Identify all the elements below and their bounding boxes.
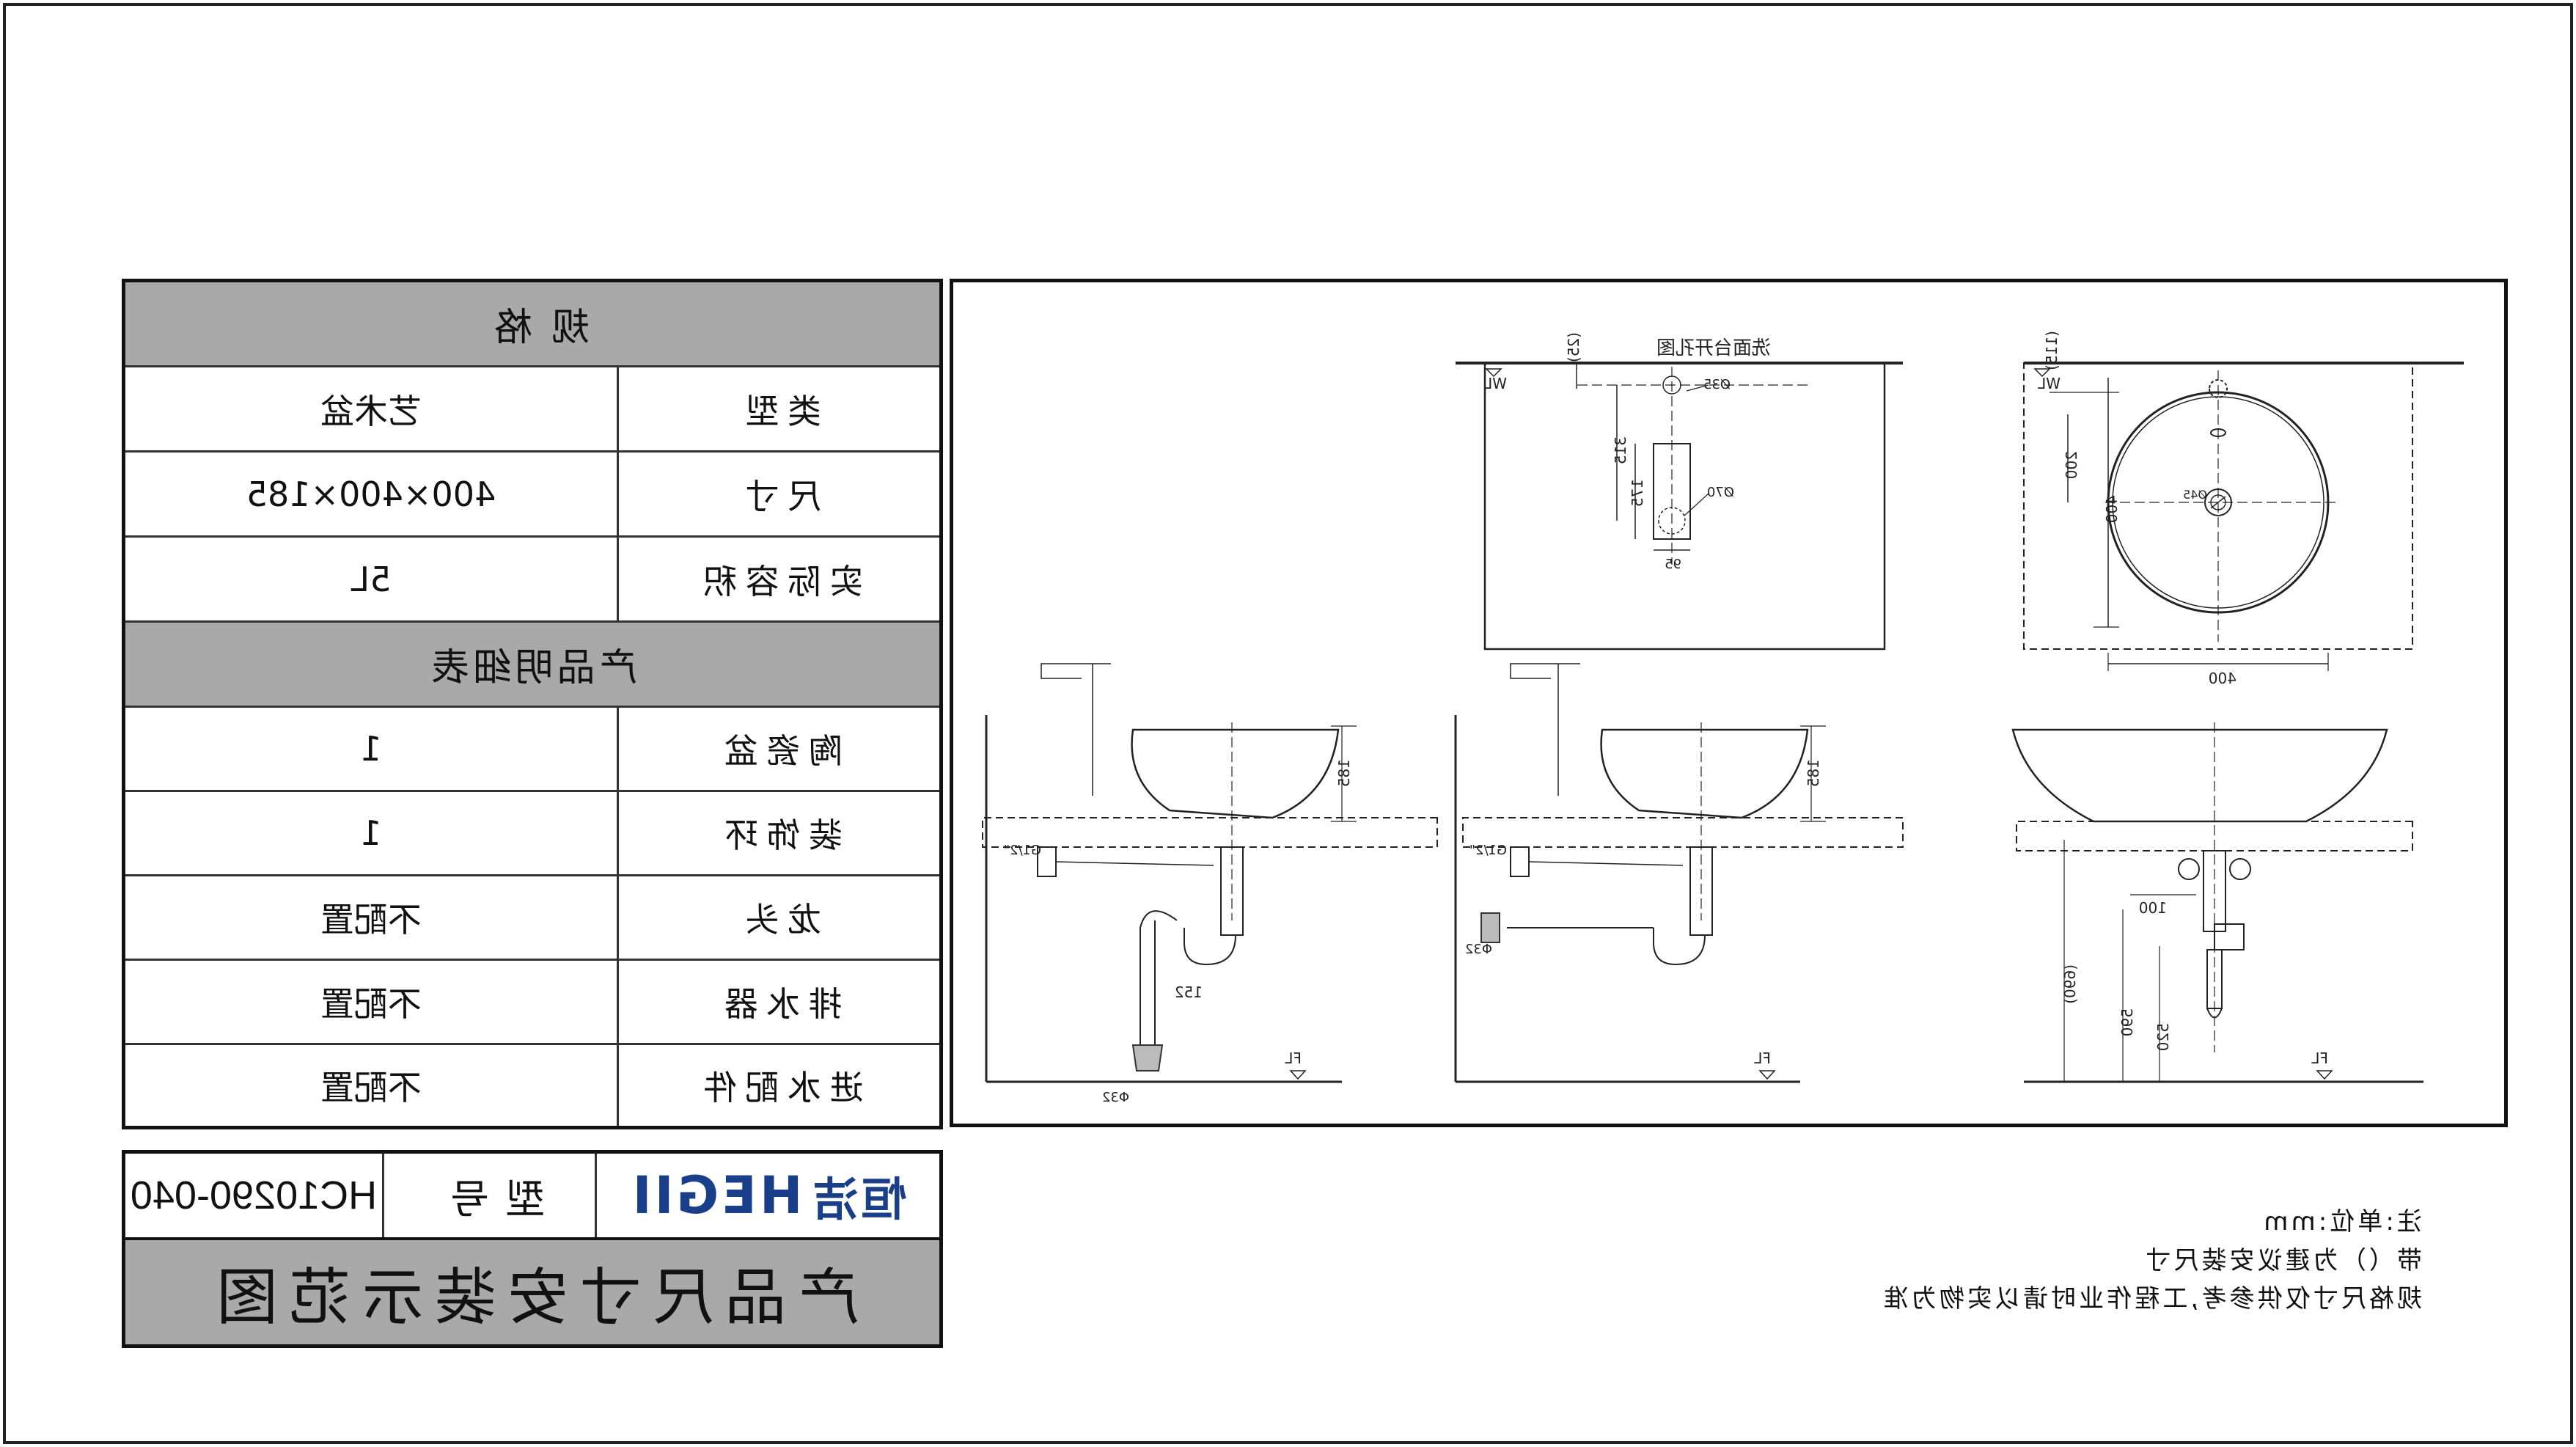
details-value: 不配置 — [320, 900, 422, 939]
dim-95: 95 — [1665, 557, 1681, 572]
note-recommended: 带（）为建议安装尺寸 — [2143, 1245, 2422, 1275]
details-label: 排水器 — [617, 961, 939, 1043]
dim-590: 590 — [2118, 1008, 2136, 1036]
brand-en: HEGII — [629, 1165, 803, 1226]
side-elevation-wall-drain: 185 G1/2" Φ32 FL — [1454, 663, 1904, 1083]
dim-200: 200 — [2063, 451, 2080, 479]
model-label: 型号 — [382, 1154, 595, 1237]
details-label: 进水配件 — [617, 1045, 939, 1126]
spec-value: 400×400×185 — [246, 474, 496, 514]
dim-phi32-a: Φ32 — [1102, 1090, 1129, 1105]
details-row: 进水配件 不配置 — [125, 1045, 939, 1126]
dim-175: 175 — [1629, 479, 1646, 507]
dim-400-horizontal: 400 — [2209, 670, 2236, 687]
model-info-row: 恒洁 HEGII 型号 HC10290-040 — [125, 1154, 939, 1240]
wl-label-1: WL — [2037, 375, 2061, 392]
dim-400-vertical: 400 — [2103, 495, 2121, 523]
spec-label: 实际容积 — [617, 538, 939, 620]
dim-g12-a: G1/2" — [1004, 843, 1041, 858]
details-row: 陶瓷盆 1 — [125, 708, 939, 792]
fl-label-2: FL — [1753, 1049, 1771, 1067]
details-header-text: 产品明细表 — [428, 646, 638, 690]
dim-152: 152 — [1175, 983, 1203, 1001]
side-elevation-floor-drain: 185 G1/2" 152 Φ32 FL — [982, 663, 1438, 1105]
dim-d35: Ø35 — [1703, 377, 1731, 392]
dim-520: 520 — [2154, 1023, 2172, 1051]
dim-115: (115) — [2043, 331, 2061, 370]
brand-logo: 恒洁 HEGII — [595, 1154, 939, 1237]
plan-view-countertop: 洗面台开孔图 (25) 315 175 95 Ø35 Ø70 WL — [1456, 332, 1903, 651]
dim-100: 100 — [2139, 899, 2167, 917]
hegii-logo: 恒洁 HEGII — [630, 1162, 907, 1228]
technical-drawing: (115) 200 400 400 Ø45 WL 洗面台开孔图 — [950, 279, 2508, 1127]
details-value: 不配置 — [320, 984, 422, 1024]
note-unit: 注:单位:mm — [2261, 1207, 2422, 1237]
details-row: 龙头 不配置 — [125, 876, 939, 961]
front-elevation: 100 (690) 590 520 FL — [2011, 722, 2423, 1083]
dim-phi32-b: Φ32 — [1465, 942, 1492, 957]
details-row: 排水器 不配置 — [125, 961, 939, 1045]
fl-label-3: FL — [1284, 1049, 1302, 1067]
details-label: 装饰环 — [617, 792, 939, 874]
details-value: 1 — [360, 729, 382, 769]
wl-label-2: WL — [1483, 375, 1507, 392]
dim-690: (690) — [2061, 964, 2079, 1004]
dim-25: (25) — [1565, 332, 1582, 362]
model-number: HC10290-040 — [130, 1173, 378, 1217]
note-reference: 规格尺寸仅供参考,工程作业时请以实物为准 — [1880, 1284, 2422, 1314]
spec-table: 规格 类型 艺术盆 尺寸 400×400×185 实际容积 5L 产品明细表 陶… — [122, 279, 943, 1129]
spec-label: 类型 — [617, 367, 939, 450]
plan-view-round: (115) 200 400 400 Ø45 WL — [2023, 331, 2464, 687]
dim-185-b: 185 — [1805, 759, 1822, 787]
details-label: 龙头 — [617, 876, 939, 959]
brand-cn: 恒洁 — [810, 1173, 907, 1226]
model-block: 恒洁 HEGII 型号 HC10290-040 产品尺寸安装示范图 — [122, 1150, 943, 1348]
details-value: 1 — [360, 813, 382, 853]
details-header: 产品明细表 — [125, 623, 939, 708]
spec-value: 艺术盆 — [320, 391, 422, 431]
spec-value: 5L — [351, 559, 392, 599]
drawing-svg: (115) 200 400 400 Ø45 WL 洗面台开孔图 — [982, 331, 2464, 1105]
dim-d70: Ø70 — [1707, 485, 1734, 500]
spec-header: 规格 — [125, 282, 939, 367]
spec-row-volume: 实际容积 5L — [125, 538, 939, 623]
dim-d45: Ø45 — [2183, 488, 2207, 502]
spec-label: 尺寸 — [617, 453, 939, 535]
notes: 注:单位:mm 带（）为建议安装尺寸 规格尺寸仅供参考,工程作业时请以实物为准 — [1762, 1203, 2422, 1319]
dim-185-a: 185 — [1335, 759, 1353, 787]
sheet-title: 产品尺寸安装示范图 — [125, 1240, 939, 1344]
details-row: 装饰环 1 — [125, 792, 939, 876]
spec-row-size: 尺寸 400×400×185 — [125, 453, 939, 538]
dim-315: 315 — [1612, 436, 1629, 464]
fl-label-1: FL — [2311, 1049, 2328, 1067]
details-value: 不配置 — [320, 1068, 422, 1107]
details-label: 陶瓷盆 — [617, 708, 939, 790]
plan-title: 洗面台开孔图 — [1656, 337, 1771, 359]
spec-row-type: 类型 艺术盆 — [125, 367, 939, 453]
dim-g12-b: G1/2" — [1469, 843, 1507, 858]
spec-header-text: 规格 — [475, 306, 590, 350]
